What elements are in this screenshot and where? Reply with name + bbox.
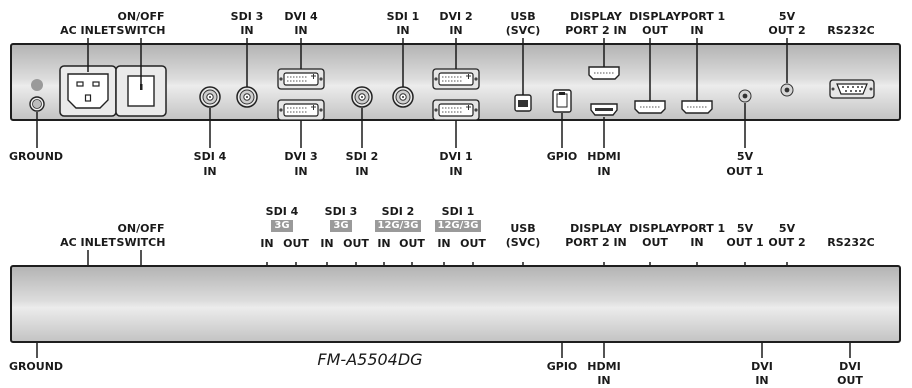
ground-terminal-icon <box>29 78 45 112</box>
label-usb-line2: (SVC) <box>505 24 541 37</box>
dvi4-in-port-icon <box>277 68 325 90</box>
label-dvi1-line1: DVI 1 <box>439 150 473 163</box>
label-sdi1: SDI 1 <box>441 205 475 218</box>
label-5v-out2-line1: 5V <box>778 222 796 235</box>
label-sdi3-out: OUT <box>343 237 369 250</box>
label-dp2-line1: DISPLAY <box>570 222 622 235</box>
label-5v-out1-line2: OUT 1 <box>726 236 764 249</box>
label-sdi1-in: IN <box>437 237 451 250</box>
label-dvi4-line2: IN <box>294 24 308 37</box>
label-dp-out-line2: OUT <box>642 24 668 37</box>
label-usb-line1: USB <box>510 222 536 235</box>
label-dvi-in-line2: IN <box>755 374 769 387</box>
label-5v-out1-line2: OUT 1 <box>726 165 764 178</box>
top-leader-lines <box>36 38 788 148</box>
5v-out1-jack-icon <box>738 89 752 103</box>
label-hdmi-line2: IN <box>597 165 611 178</box>
label-ground: GROUND <box>8 360 64 373</box>
label-rs232c: RS232C <box>827 236 875 249</box>
label-gpio: GPIO <box>546 360 578 373</box>
label-dp1-line2: IN <box>690 236 704 249</box>
label-sdi1-out: OUT <box>460 237 486 250</box>
label-ground: GROUND <box>8 150 64 163</box>
label-sdi2-line1: SDI 2 <box>345 150 379 163</box>
label-dp-out-line1: DISPLAY <box>629 222 681 235</box>
displayport-out-icon <box>634 100 666 114</box>
label-rs232c: RS232C <box>827 24 875 37</box>
label-dvi2-line1: DVI 2 <box>439 10 473 23</box>
label-hdmi-line1: HDMI <box>587 360 621 373</box>
sdi4-rate-badge: 3G <box>271 220 293 232</box>
usb-svc-port-icon <box>514 94 532 112</box>
label-dvi1-line2: IN <box>449 165 463 178</box>
label-dvi-in-line1: DVI <box>751 360 773 373</box>
hdmi-in-port-icon <box>590 103 618 116</box>
label-sdi4-in: IN <box>260 237 274 250</box>
label-dvi2-line2: IN <box>449 24 463 37</box>
top-connectors <box>29 65 875 121</box>
5v-out2-jack-icon <box>780 83 794 97</box>
label-ac-inlet: AC INLET <box>60 236 116 249</box>
label-sdi2: SDI 2 <box>381 205 415 218</box>
dvi2-in-port-icon <box>432 68 480 90</box>
label-5v-out1-line1: 5V <box>736 222 754 235</box>
label-dp1-line1: PORT 1 <box>680 10 726 23</box>
label-sdi2-out: OUT <box>399 237 425 250</box>
label-switch-line1: ON/OFF <box>117 222 165 235</box>
label-sdi3-line1: SDI 3 <box>230 10 264 23</box>
dvi3-in-port-icon <box>277 99 325 121</box>
sdi3-in-bnc-icon <box>236 86 258 108</box>
label-hdmi-line2: IN <box>597 374 611 387</box>
label-dvi-out-line1: DVI <box>839 360 861 373</box>
ac-inlet-icon <box>59 65 117 117</box>
label-dp2-line2: PORT 2 IN <box>565 24 627 37</box>
label-usb-line1: USB <box>510 10 536 23</box>
displayport2-in-icon <box>588 66 620 80</box>
label-sdi2-line2: IN <box>355 165 369 178</box>
displayport1-in-icon <box>681 100 713 114</box>
dvi1-in-port-icon <box>432 99 480 121</box>
label-sdi4-line2: IN <box>203 165 217 178</box>
label-sdi1-line2: IN <box>396 24 410 37</box>
label-sdi3: SDI 3 <box>324 205 358 218</box>
label-sdi3-in: IN <box>320 237 334 250</box>
label-switch-line1: ON/OFF <box>117 10 165 23</box>
label-dvi-out-line2: OUT <box>837 374 863 387</box>
label-dvi3-line2: IN <box>294 165 308 178</box>
label-hdmi-line1: HDMI <box>587 150 621 163</box>
label-dp2-line1: DISPLAY <box>570 10 622 23</box>
sdi1-in-bnc-icon <box>392 86 414 108</box>
label-sdi4-out: OUT <box>283 237 309 250</box>
sdi4-in-bnc-icon <box>199 86 221 108</box>
sdi3-rate-badge: 3G <box>330 220 352 232</box>
label-gpio: GPIO <box>546 150 578 163</box>
label-5v-out2-line2: OUT 2 <box>768 24 806 37</box>
label-switch-line2: SWITCH <box>116 24 166 37</box>
model-number: FM-A5504DG <box>317 350 423 369</box>
label-ac-inlet: AC INLET <box>60 24 116 37</box>
rear-panel-bottom <box>10 265 901 343</box>
label-switch-line2: SWITCH <box>116 236 166 249</box>
label-sdi3-line2: IN <box>240 24 254 37</box>
label-5v-out2-line2: OUT 2 <box>768 236 806 249</box>
sdi2-in-bnc-icon <box>351 86 373 108</box>
gpio-port-icon <box>552 89 572 113</box>
label-dp1-line2: IN <box>690 24 704 37</box>
label-5v-out1-line1: 5V <box>736 150 754 163</box>
label-sdi4-line1: SDI 4 <box>193 150 227 163</box>
label-dp-out-line1: DISPLAY <box>629 10 681 23</box>
label-5v-out2-line1: 5V <box>778 10 796 23</box>
rs232c-port-icon <box>829 79 875 99</box>
label-sdi2-in: IN <box>377 237 391 250</box>
label-usb-line2: (SVC) <box>505 236 541 249</box>
label-dvi4-line1: DVI 4 <box>284 10 318 23</box>
label-sdi1-line1: SDI 1 <box>386 10 420 23</box>
label-dp2-line2: PORT 2 IN <box>565 236 627 249</box>
label-dp1-line1: PORT 1 <box>680 222 726 235</box>
sdi1-rate-badge: 12G/3G <box>435 220 481 232</box>
label-sdi4: SDI 4 <box>265 205 299 218</box>
label-dvi3-line1: DVI 3 <box>284 150 318 163</box>
label-dp-out-line2: OUT <box>642 236 668 249</box>
sdi2-rate-badge: 12G/3G <box>375 220 421 232</box>
